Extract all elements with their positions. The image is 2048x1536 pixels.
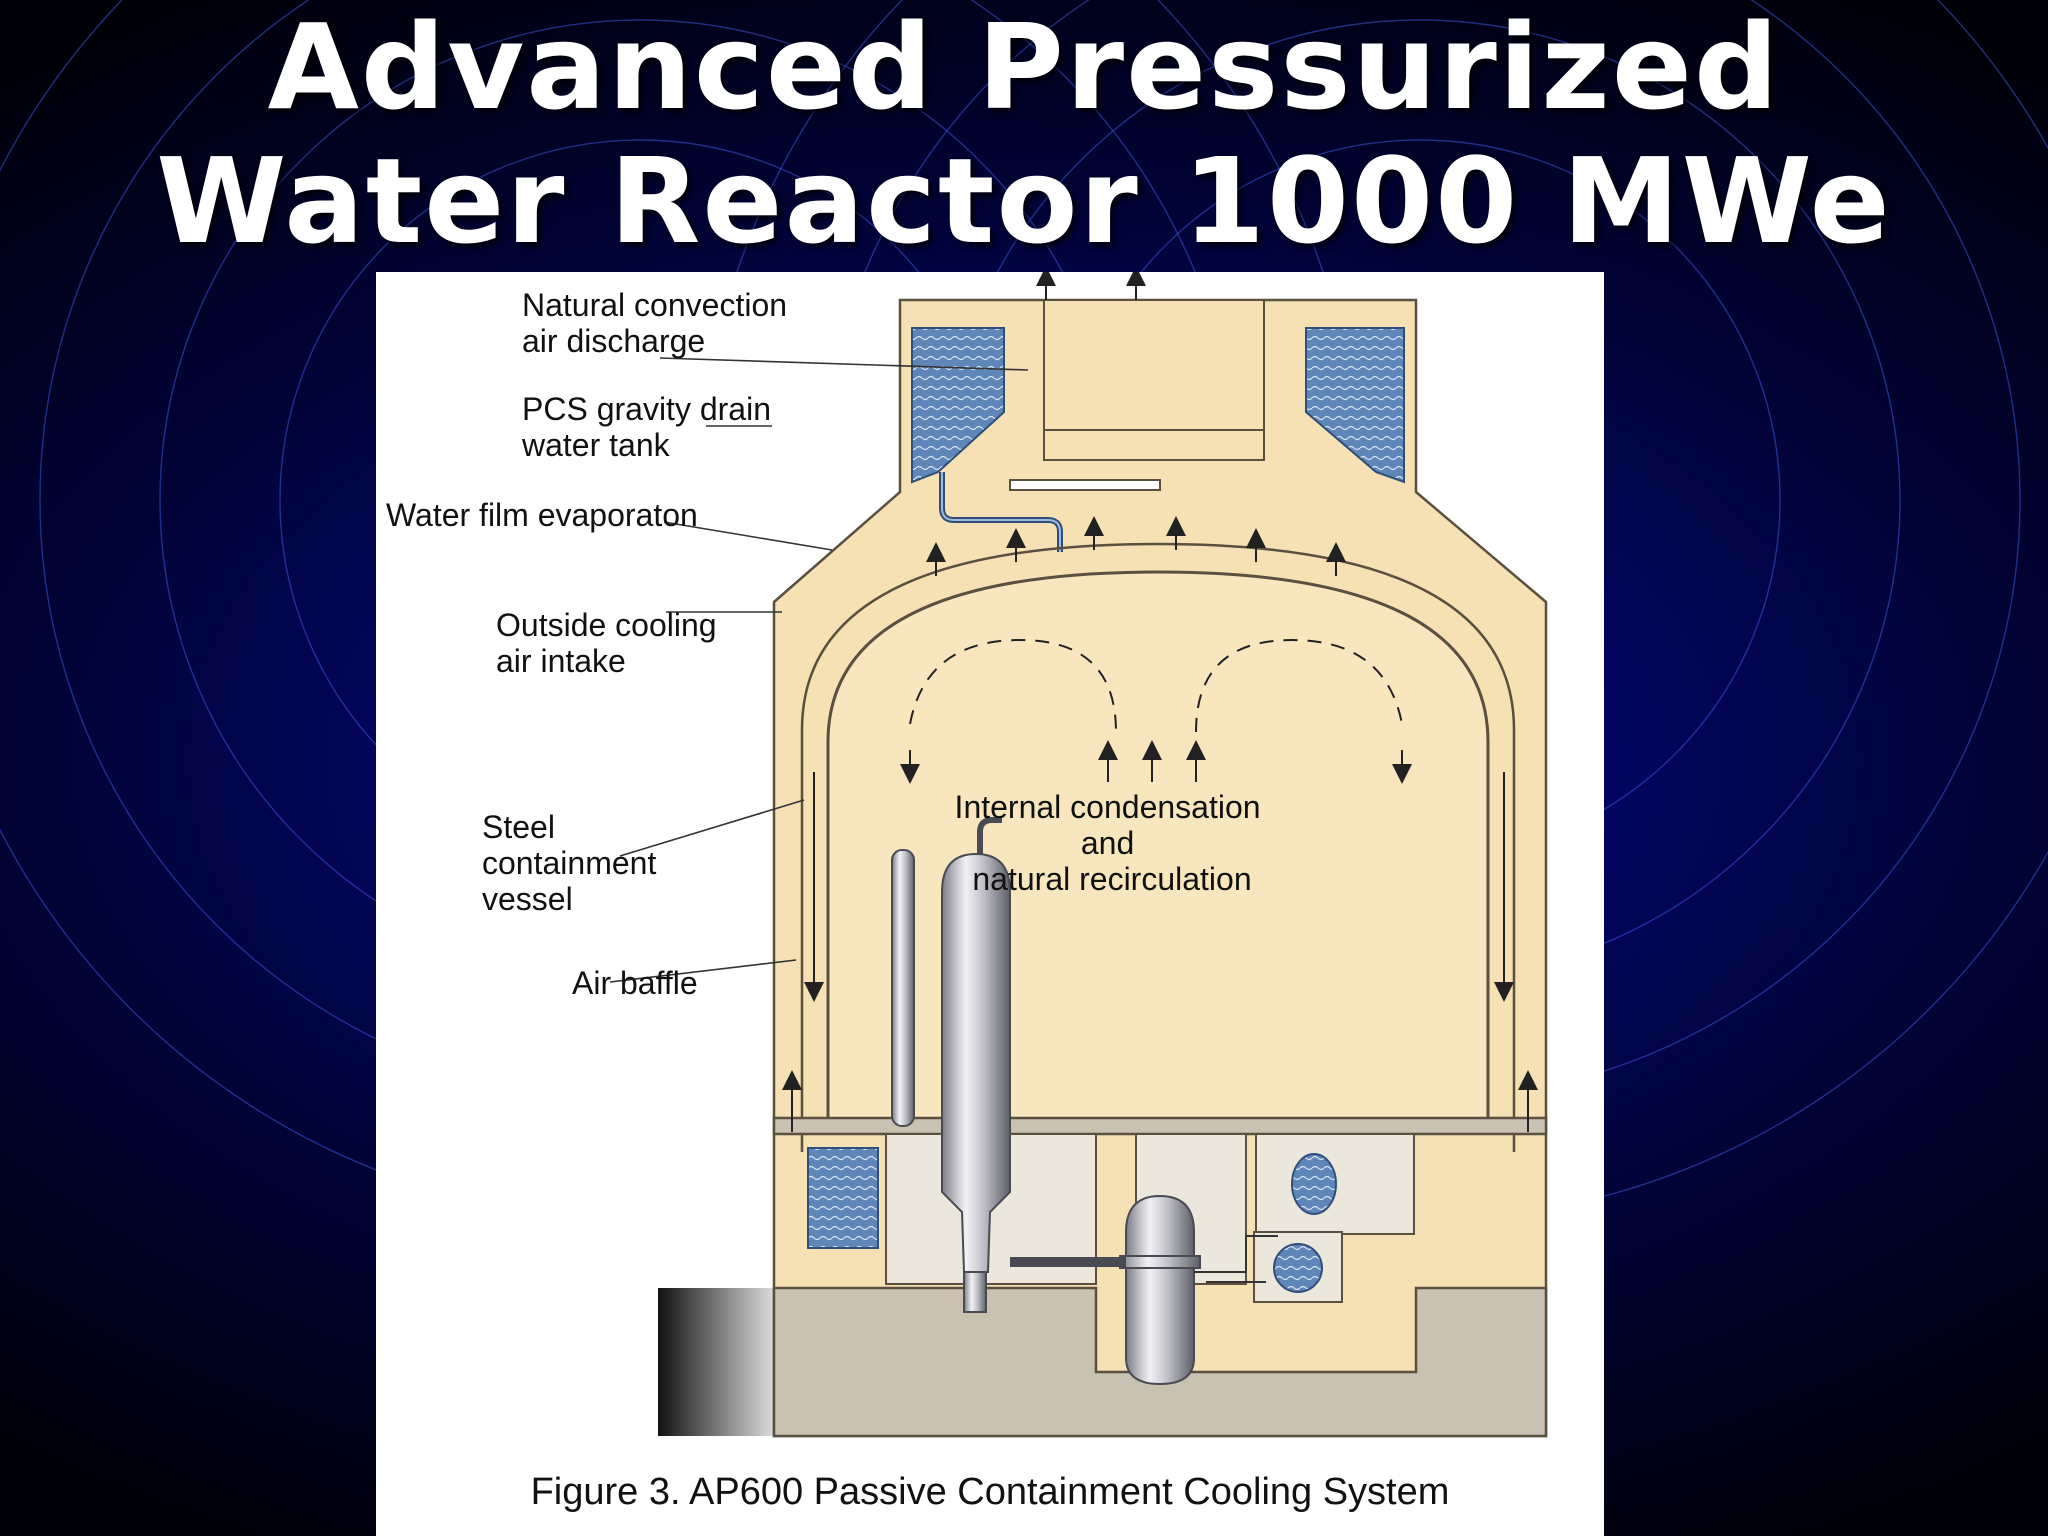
lower-base [772,1286,1548,1438]
label-outside-air-line1: Outside cooling [496,607,717,643]
label-pcs-tank-line1: PCS gravity drain [522,391,771,427]
containment-diagram: Natural convection air discharge PCS gra… [386,272,1548,1513]
label-internal-condensation: Internal condensation and natural recirc… [955,789,1270,897]
label-outside-air: Outside cooling air intake [496,607,725,679]
slide-title-line-2: Water Reactor 1000 MWe [156,132,1892,270]
label-pcs-tank-line2: water tank [521,427,671,463]
label-steel-vessel-line3: vessel [482,881,573,917]
steam-generator-riser [891,849,915,1127]
pcs-water-tank-right [1305,327,1405,484]
operating-floor [772,1116,1548,1136]
accumulator-tank [1273,1243,1323,1293]
chimney [1043,299,1265,461]
label-internal-line1: Internal condensation [955,789,1261,825]
label-natural-convection-line1: Natural convection [522,287,787,323]
label-steel-vessel: Steel containment vessel [482,809,665,917]
label-outside-air-line2: air intake [496,643,626,679]
label-internal-line2: and [1081,825,1134,861]
figure-panel: Natural convection air discharge PCS gra… [376,272,1604,1536]
steam-generator [941,852,1011,1273]
label-steel-vessel-line1: Steel [482,809,555,845]
reactor-vessel [1125,1194,1195,1386]
label-internal-line3: natural recirculation [972,861,1251,897]
air-baffle [800,542,1516,1152]
label-pcs-tank: PCS gravity drain water tank [521,391,780,463]
label-steel-vessel-line2: containment [482,845,656,881]
label-natural-convection: Natural convection air discharge [522,287,796,359]
label-water-film: Water film evaporaton [386,497,698,533]
label-air-baffle: Air baffle [572,965,698,1001]
slide-title-line-1: Advanced Pressurized [267,0,1781,136]
figure-caption: Figure 3. AP600 Passive Containment Cool… [531,1471,1450,1513]
lower-water-tank [807,1147,879,1249]
left-shield-block [658,1288,774,1436]
core-makeup-tank [1291,1153,1337,1215]
steel-containment-vessel [826,570,1490,1134]
label-natural-convection-line2: air discharge [522,323,705,359]
